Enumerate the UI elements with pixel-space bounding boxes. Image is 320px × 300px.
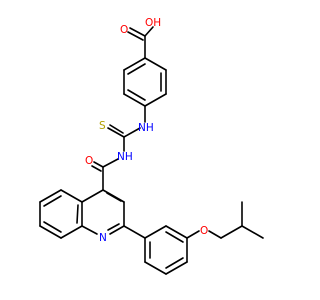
bond [76,204,79,224]
bond-layer [39,26,264,275]
ether-oxygen-label: O [200,225,208,237]
bond [144,26,154,37]
bond [60,189,83,203]
bond [144,57,167,71]
bond [144,225,167,239]
bond [106,192,122,202]
bond [186,230,200,239]
bond [91,165,102,172]
bond [107,223,120,231]
molecule-diagram: O OH NH S NH O N O [39,17,264,275]
bond [60,225,83,239]
bond [208,230,222,239]
bond [123,127,141,138]
bond [39,225,62,239]
thiourea-nh-label: NH [138,122,154,134]
bond [165,261,188,275]
thione-sulfur-label: S [99,120,106,132]
bond [123,93,146,107]
bond [43,221,62,233]
quinoline-nitrogen-label: N [99,232,107,244]
bond [127,31,144,41]
bond [144,261,167,275]
bond [165,231,184,243]
bond [39,189,62,203]
bond [127,63,146,75]
bond [123,57,146,71]
bond [220,225,243,239]
bond [109,225,125,235]
carboxyl-oxygen-label: O [120,24,128,36]
bond [165,225,188,239]
bond [107,127,125,138]
bond [102,158,119,168]
atom-label-layer: O OH NH S NH O N O [85,17,208,244]
bond [241,225,264,239]
bond [93,161,104,168]
amide-oxygen-label: O [85,155,93,167]
bond [81,225,98,235]
bond [144,93,167,107]
bond [123,225,146,239]
bond [129,27,146,37]
bond [43,195,62,207]
molecule-structure: O OH NH S NH O N O [39,17,264,275]
amide-nh-label: NH [117,151,133,163]
bond [127,89,146,101]
bond [81,189,104,203]
bond [165,257,184,269]
carboxyl-hydroxyl-label: OH [145,17,161,29]
bond [109,124,124,134]
